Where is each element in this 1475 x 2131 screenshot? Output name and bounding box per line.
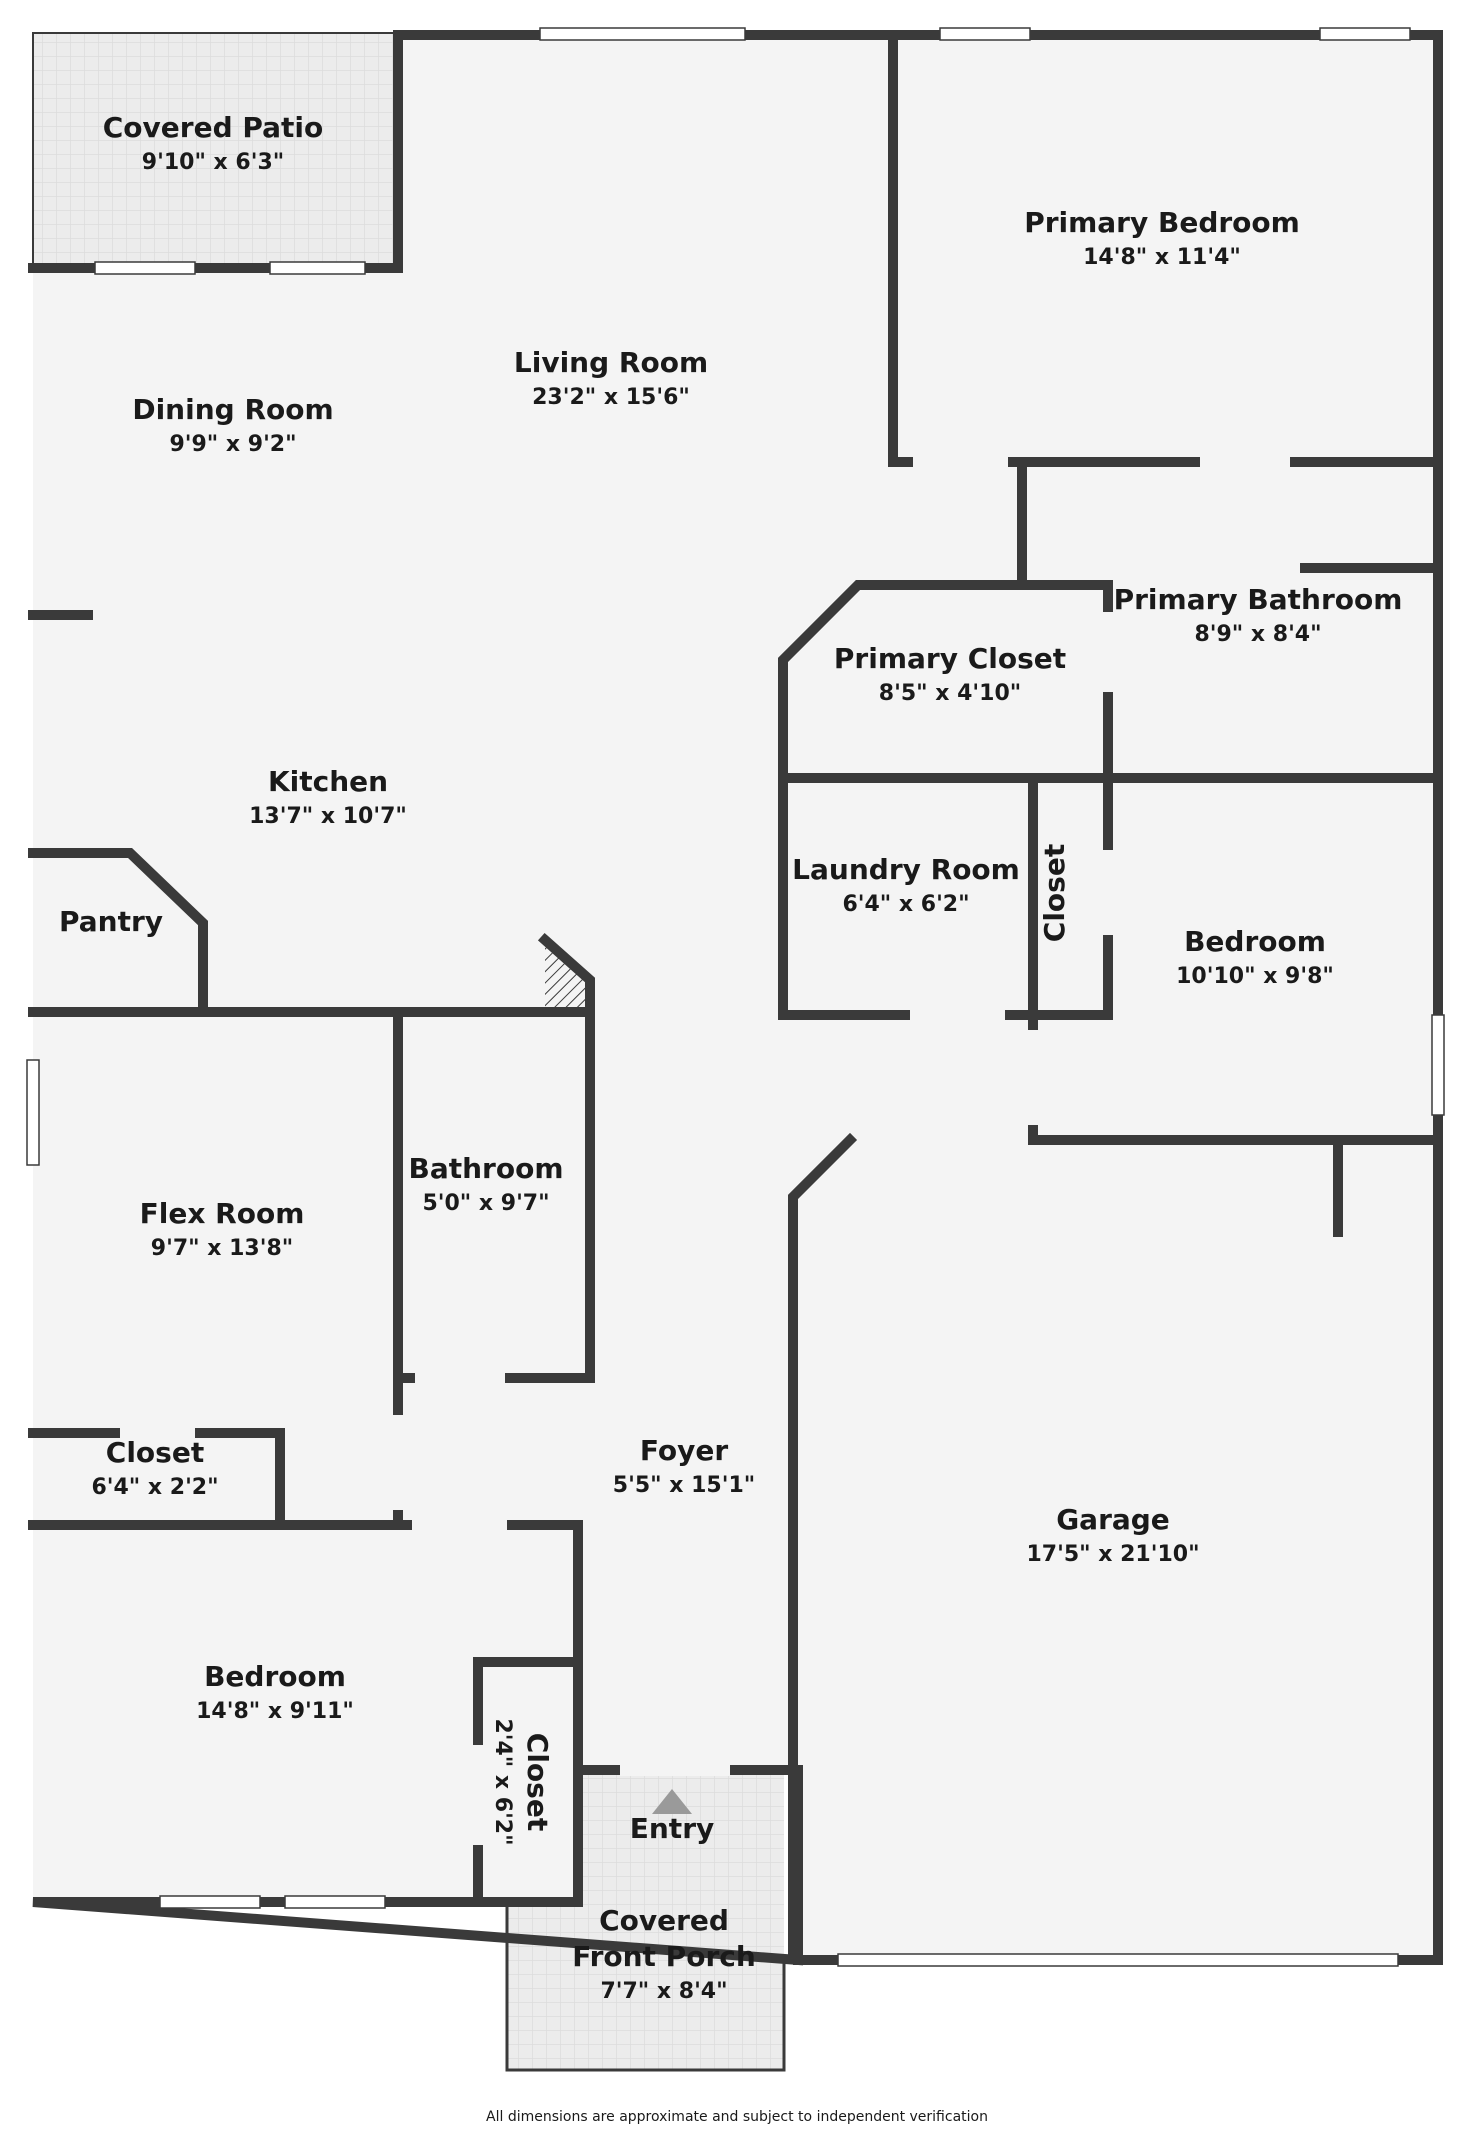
room-name: Garage: [1056, 1503, 1170, 1536]
room-name: Bedroom: [1184, 925, 1326, 958]
covered-front-porch-lower: [507, 1902, 584, 2070]
room-dimensions: 8'9" x 8'4": [1194, 622, 1321, 647]
covered-front-porch-area: [580, 1770, 784, 2070]
room-name: Bedroom: [204, 1660, 346, 1693]
windows: [26, 27, 1445, 1967]
room-label-kitchen: Kitchen 13'7" x 10'7": [249, 765, 407, 829]
room-dimensions: 7'7" x 8'4": [600, 1979, 727, 2004]
room-name: Flex Room: [140, 1197, 305, 1230]
room-dimensions: 6'4" x 6'2": [842, 892, 969, 917]
room-label-living-room: Living Room 23'2" x 15'6": [514, 346, 708, 410]
room-name: Living Room: [514, 346, 708, 379]
room-label-flex-room: Flex Room 9'7" x 13'8": [140, 1197, 305, 1261]
room-label-bedroom-front: Bedroom 14'8" x 9'11": [196, 1660, 354, 1724]
room-label-laundry-room: Laundry Room 6'4" x 6'2": [792, 853, 1020, 917]
hatched-chase: [545, 940, 590, 1012]
covered-patio-area: [33, 33, 397, 265]
footer-disclaimer: All dimensions are approximate and subje…: [486, 2109, 988, 2125]
porch-border: [505, 1902, 786, 2072]
room-label-pantry: Pantry: [59, 905, 163, 938]
room-name: Laundry Room: [792, 853, 1020, 886]
room-name: Pantry: [59, 905, 163, 938]
room-label-covered-patio: Covered Patio 9'10" x 6'3": [103, 111, 324, 175]
room-name: Covered Patio: [103, 111, 324, 144]
room-label-foyer: Foyer 5'5" x 15'1": [613, 1434, 755, 1498]
room-label-primary-bedroom: Primary Bedroom 14'8" x 11'4": [1024, 206, 1300, 270]
room-dimensions: 2'4" x 6'2": [490, 1718, 515, 1845]
room-label-primary-bathroom: Primary Bathroom 8'9" x 8'4": [1114, 583, 1403, 647]
room-label-bathroom: Bathroom 5'0" x 9'7": [408, 1152, 563, 1216]
room-dimensions: 23'2" x 15'6": [532, 385, 690, 410]
room-name: Dining Room: [132, 393, 333, 426]
room-name: Front Porch: [572, 1940, 756, 1973]
room-label-dining-room: Dining Room 9'9" x 9'2": [132, 393, 333, 457]
room-dimensions: 9'7" x 13'8": [151, 1236, 293, 1261]
room-dimensions: 17'5" x 21'10": [1026, 1542, 1199, 1567]
room-name: Bathroom: [408, 1152, 563, 1185]
room-name: Covered: [599, 1904, 729, 1937]
room-name: Primary Closet: [834, 642, 1066, 675]
room-name: Closet: [106, 1436, 204, 1469]
room-dimensions: 5'5" x 15'1": [613, 1473, 755, 1498]
room-name: Primary Bedroom: [1024, 206, 1300, 239]
room-label-entry: Entry: [630, 1812, 715, 1845]
room-label-bedroom-right: Bedroom 10'10" x 9'8": [1176, 925, 1334, 989]
entry-arrow-icon: [652, 1789, 692, 1814]
room-dimensions: 8'5" x 4'10": [879, 681, 1021, 706]
interior-floor: [33, 35, 1438, 1960]
room-dimensions: 14'8" x 11'4": [1083, 245, 1241, 270]
room-dimensions: 13'7" x 10'7": [249, 804, 407, 829]
room-labels: Covered Patio 9'10" x 6'3" Living Room 23'2…: [59, 111, 1402, 2004]
room-name: Primary Bathroom: [1114, 583, 1403, 616]
room-name: Foyer: [640, 1434, 728, 1467]
room-dimensions: 14'8" x 9'11": [196, 1699, 354, 1724]
room-label-primary-closet: Primary Closet 8'5" x 4'10": [834, 642, 1066, 706]
room-name: Closet: [521, 1733, 554, 1831]
room-label-closet-flex: Closet 6'4" x 2'2": [91, 1436, 218, 1500]
room-name: Closet: [1038, 844, 1071, 942]
room-dimensions: 9'9" x 9'2": [169, 432, 296, 457]
room-dimensions: 5'0" x 9'7": [422, 1191, 549, 1216]
room-name: Kitchen: [268, 765, 388, 798]
patio-border: [32, 32, 398, 265]
room-dimensions: 10'10" x 9'8": [1176, 964, 1334, 989]
room-label-garage: Garage 17'5" x 21'10": [1026, 1503, 1199, 1567]
room-dimensions: 9'10" x 6'3": [142, 150, 284, 175]
room-dimensions: 6'4" x 2'2": [91, 1475, 218, 1500]
room-name: Entry: [630, 1812, 715, 1845]
room-label-closet-laundry: Closet: [1038, 844, 1071, 942]
door-openings: [120, 456, 1290, 1845]
